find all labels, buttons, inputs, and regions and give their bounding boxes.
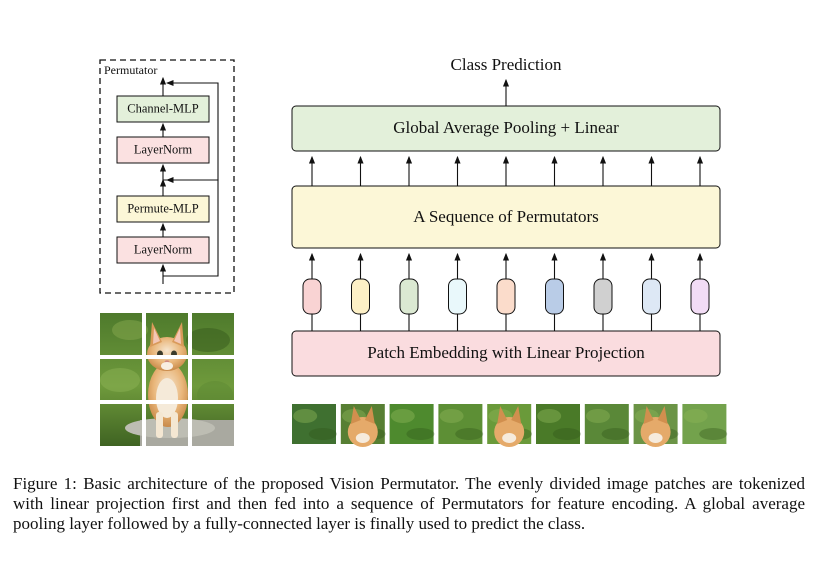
- token-columns: [302, 155, 710, 331]
- figure-caption: Figure 1: Basic architecture of the prop…: [13, 474, 805, 533]
- cat-fur-fragment: [640, 417, 671, 447]
- patch-texture: [406, 428, 435, 440]
- token-capsule: [642, 278, 661, 315]
- image-patch-tile: [682, 404, 727, 444]
- layernorm-top-label: LayerNorm: [133, 142, 193, 157]
- cat-fur-fragment: [494, 417, 525, 447]
- architecture-diagram: [99, 59, 728, 447]
- token-capsule: [399, 278, 419, 315]
- permutator-title: Permutator: [104, 63, 158, 77]
- cat-ear-fragment: [350, 406, 361, 424]
- patch-texture: [308, 428, 337, 440]
- patch-embedding-label: Patch Embedding with Linear Projection: [367, 343, 645, 362]
- residual-arrow-channel: [163, 79, 219, 181]
- cat-ear-fragment: [511, 406, 522, 424]
- patch-texture: [455, 428, 484, 440]
- cat-fur-fragment: [347, 417, 378, 447]
- cat-muzzle-fragment: [502, 433, 517, 443]
- patch-texture: [537, 409, 562, 423]
- token-capsule: [593, 278, 613, 315]
- patch-texture: [699, 428, 728, 440]
- patch-texture: [683, 409, 708, 423]
- patch-texture: [439, 409, 464, 423]
- patch-strip: [292, 404, 728, 447]
- image-patch-tile: [438, 404, 483, 444]
- patch-texture: [586, 409, 610, 423]
- token-capsule: [690, 278, 710, 315]
- image-patch-tile: [536, 404, 580, 444]
- token-capsule: [496, 278, 516, 315]
- pooling-linear-label: Global Average Pooling + Linear: [393, 118, 619, 137]
- patch-texture: [390, 409, 415, 423]
- cat-ear-fragment: [497, 406, 508, 424]
- cat-muzzle-fragment: [648, 433, 663, 443]
- image-patch-tile: [584, 404, 629, 444]
- token-capsule: [351, 278, 370, 315]
- token-capsule: [302, 278, 322, 315]
- cat-image: [100, 313, 234, 446]
- patch-texture: [601, 428, 630, 440]
- layernorm-top-box: [116, 136, 210, 164]
- cat-muzzle-fragment: [355, 433, 370, 443]
- layernorm-bottom-label: LayerNorm: [133, 242, 193, 257]
- permute-mlp-label: Permute-MLP: [127, 201, 199, 216]
- image-patch-tile: [389, 404, 434, 444]
- permutator-dashed-border: [99, 59, 235, 294]
- patch-texture: [293, 409, 318, 423]
- sequence-of-permutators-label: A Sequence of Permutators: [413, 207, 599, 226]
- cat-ear-fragment: [657, 406, 668, 424]
- cat-ear-fragment: [364, 406, 375, 424]
- permute-mlp-box: [116, 195, 210, 223]
- class-prediction-label: Class Prediction: [450, 55, 562, 74]
- patch-texture: [552, 428, 581, 440]
- image-patch-tile: [292, 404, 336, 444]
- token-capsule: [545, 278, 564, 315]
- channel-mlp-label: Channel-MLP: [127, 101, 199, 116]
- cat-ear-fragment: [643, 406, 654, 424]
- token-capsule: [448, 278, 467, 315]
